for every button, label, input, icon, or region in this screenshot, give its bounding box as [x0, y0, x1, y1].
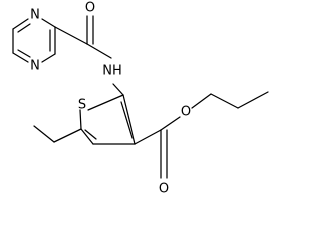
atom-n-top: N	[30, 8, 40, 23]
bond	[80, 128, 94, 145]
bond	[17, 23, 31, 33]
bond	[87, 94, 124, 111]
bond	[53, 128, 82, 143]
bond	[41, 53, 56, 63]
bond	[112, 83, 124, 96]
bond	[12, 18, 29, 30]
bond	[191, 93, 212, 109]
bond	[12, 52, 29, 63]
bond	[86, 43, 112, 59]
pyrazine-ring	[12, 18, 56, 63]
bond	[84, 129, 97, 140]
atom-o-ester: O	[181, 105, 191, 120]
thiophene-ring	[79, 94, 136, 145]
bond	[79, 109, 82, 130]
bond	[122, 94, 136, 145]
bond	[120, 101, 133, 139]
atom-s: S	[78, 98, 86, 113]
atom-n-bottom: N	[30, 59, 40, 74]
bond	[17, 49, 31, 58]
bond	[41, 18, 56, 28]
bond	[54, 26, 88, 45]
bond	[237, 91, 269, 109]
atom-nh: NH	[102, 64, 122, 79]
bond	[160, 116, 181, 131]
bond	[210, 93, 239, 109]
atom-o-carbonyl-top: O	[85, 1, 95, 16]
atom-o-carbonyl-bottom: O	[159, 182, 169, 197]
molecule-structure: N N O NH S O O	[12, 1, 269, 197]
bond	[134, 129, 162, 145]
bond	[33, 125, 55, 143]
